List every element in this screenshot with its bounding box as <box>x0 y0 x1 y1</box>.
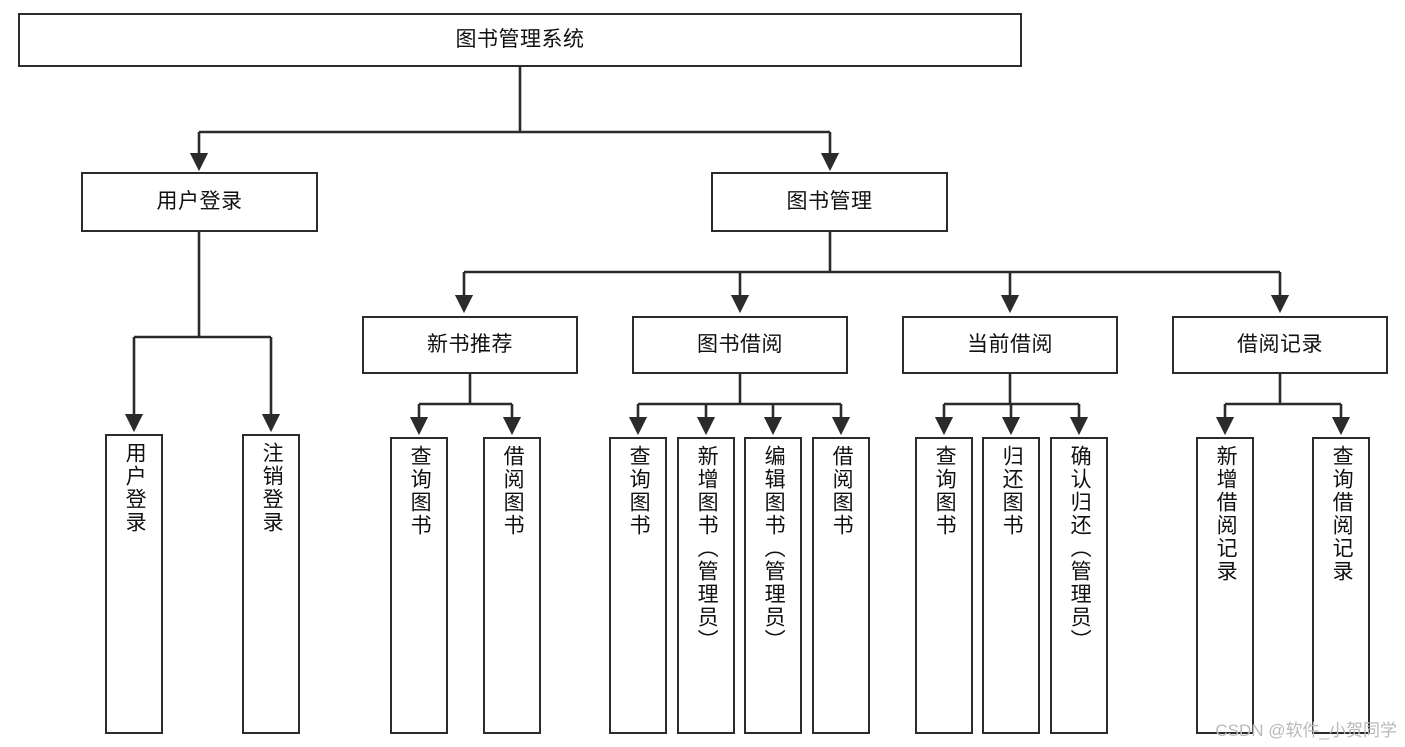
leaf-query-book-3-label: 查询图书 <box>933 445 957 537</box>
leaf-add-borrow-record[interactable]: 新增借阅记录 <box>1196 437 1254 734</box>
node-user-login[interactable]: 用户登录 <box>81 172 318 232</box>
leaf-add-book-label: 新增图书（管理员） <box>695 445 719 652</box>
leaf-query-book-1-label: 查询图书 <box>408 445 432 537</box>
leaf-user-login-label: 用户登录 <box>123 442 147 534</box>
node-borrow-record[interactable]: 借阅记录 <box>1172 316 1388 374</box>
leaf-add-borrow-record-label: 新增借阅记录 <box>1214 445 1238 583</box>
node-book-management[interactable]: 图书管理 <box>711 172 948 232</box>
leaf-return-book[interactable]: 归还图书 <box>982 437 1040 734</box>
leaf-query-book-1[interactable]: 查询图书 <box>390 437 448 734</box>
leaf-query-book-3[interactable]: 查询图书 <box>915 437 973 734</box>
leaf-query-borrow-record-label: 查询借阅记录 <box>1330 445 1354 583</box>
leaf-logout-login[interactable]: 注销登录 <box>242 434 300 734</box>
leaf-borrow-book-2[interactable]: 借阅图书 <box>812 437 870 734</box>
leaf-borrow-book-2-label: 借阅图书 <box>830 445 854 537</box>
leaf-edit-book[interactable]: 编辑图书（管理员） <box>744 437 802 734</box>
node-new-book-recommend-label: 新书推荐 <box>427 332 513 356</box>
leaf-confirm-return-label: 确认归还（管理员） <box>1068 445 1092 652</box>
node-borrow-record-label: 借阅记录 <box>1237 332 1323 356</box>
node-book-management-label: 图书管理 <box>786 189 873 213</box>
leaf-query-borrow-record[interactable]: 查询借阅记录 <box>1312 437 1370 734</box>
node-current-borrow-label: 当前借阅 <box>967 332 1053 356</box>
leaf-add-book[interactable]: 新增图书（管理员） <box>677 437 735 734</box>
leaf-query-book-2[interactable]: 查询图书 <box>609 437 667 734</box>
node-root[interactable]: 图书管理系统 <box>18 13 1022 67</box>
node-root-label: 图书管理系统 <box>455 27 585 51</box>
node-book-borrow[interactable]: 图书借阅 <box>632 316 848 374</box>
node-user-login-label: 用户登录 <box>156 189 243 213</box>
node-book-borrow-label: 图书借阅 <box>697 332 783 356</box>
leaf-borrow-book-1[interactable]: 借阅图书 <box>483 437 541 734</box>
leaf-borrow-book-1-label: 借阅图书 <box>501 445 525 537</box>
node-new-book-recommend[interactable]: 新书推荐 <box>362 316 578 374</box>
leaf-edit-book-label: 编辑图书（管理员） <box>762 445 786 652</box>
leaf-logout-login-label: 注销登录 <box>260 442 284 534</box>
leaf-confirm-return[interactable]: 确认归还（管理员） <box>1050 437 1108 734</box>
leaf-query-book-2-label: 查询图书 <box>627 445 651 537</box>
node-current-borrow[interactable]: 当前借阅 <box>902 316 1118 374</box>
leaf-user-login[interactable]: 用户登录 <box>105 434 163 734</box>
leaf-return-book-label: 归还图书 <box>1000 445 1024 537</box>
